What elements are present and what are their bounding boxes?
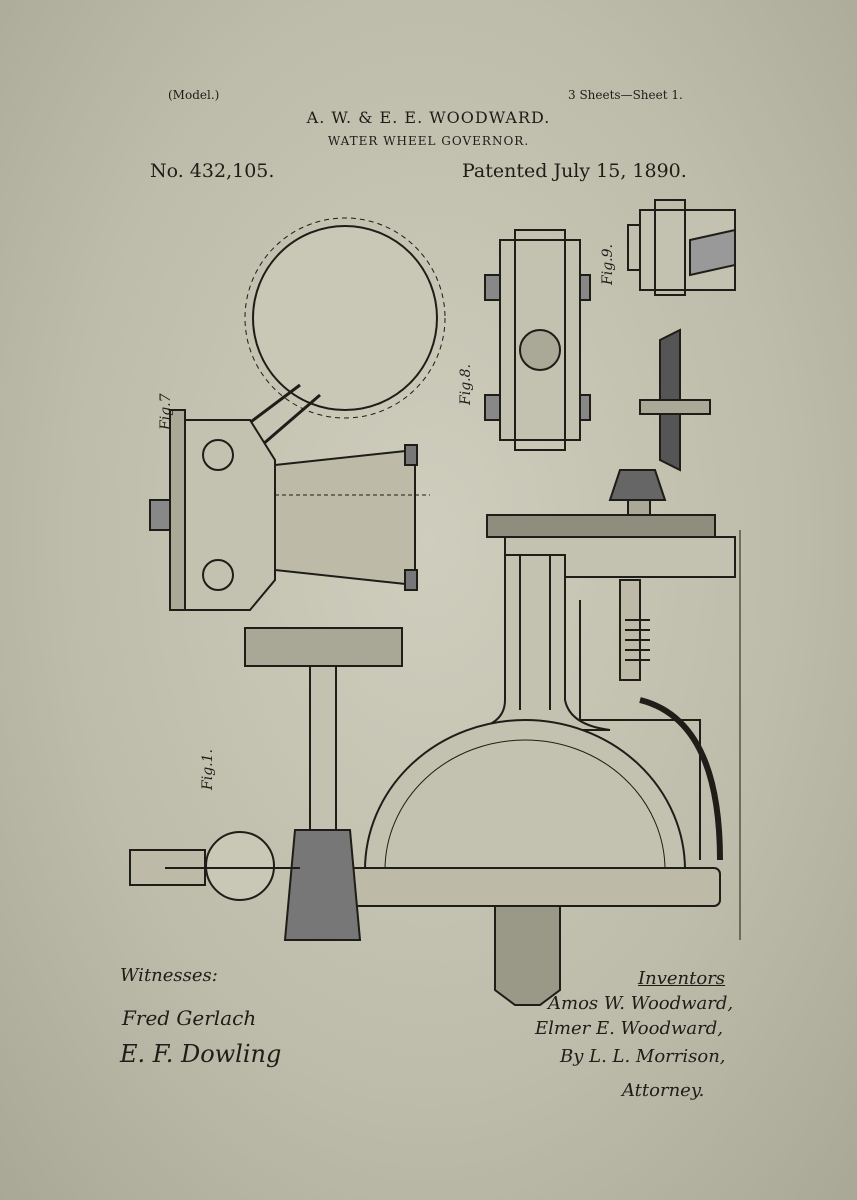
- fig1-label: Fig.1.: [200, 749, 216, 791]
- fig8-bearing-block: [484, 229, 591, 451]
- attorney-label: Attorney.: [622, 1080, 705, 1101]
- model-label: (Model.): [168, 88, 220, 102]
- patent-number: No. 432,105.: [150, 160, 275, 182]
- bevel-gear-q: [608, 328, 711, 521]
- inventors-label: Inventors: [638, 968, 726, 989]
- inventor-signature-2: Elmer E. Woodward,: [535, 1018, 723, 1039]
- fig9-label: Fig.9.: [600, 244, 616, 286]
- attorney-signature: By L. L. Morrison,: [560, 1046, 726, 1067]
- sheet-count: 3 Sheets—Sheet 1.: [568, 88, 683, 102]
- inventor-names: A. W. & E. E. WOODWARD.: [306, 108, 551, 127]
- fig1-governor: [129, 514, 741, 1006]
- witness-signature-2: E. F. Dowling: [120, 1040, 282, 1068]
- fig7-label: Fig.7: [158, 393, 174, 431]
- fig7-body: [149, 409, 430, 611]
- witnesses-label: Witnesses:: [120, 965, 218, 986]
- patent-date: Patented July 15, 1890.: [462, 160, 687, 182]
- patent-title: WATER WHEEL GOVERNOR.: [327, 134, 530, 148]
- fig7-governor-ball: [239, 217, 446, 447]
- witness-signature-1: Fred Gerlach: [122, 1006, 257, 1030]
- fig9-clamp: [627, 199, 736, 296]
- inventor-signature-1: Amos W. Woodward,: [548, 993, 734, 1014]
- fig8-label: Fig.8.: [458, 364, 474, 406]
